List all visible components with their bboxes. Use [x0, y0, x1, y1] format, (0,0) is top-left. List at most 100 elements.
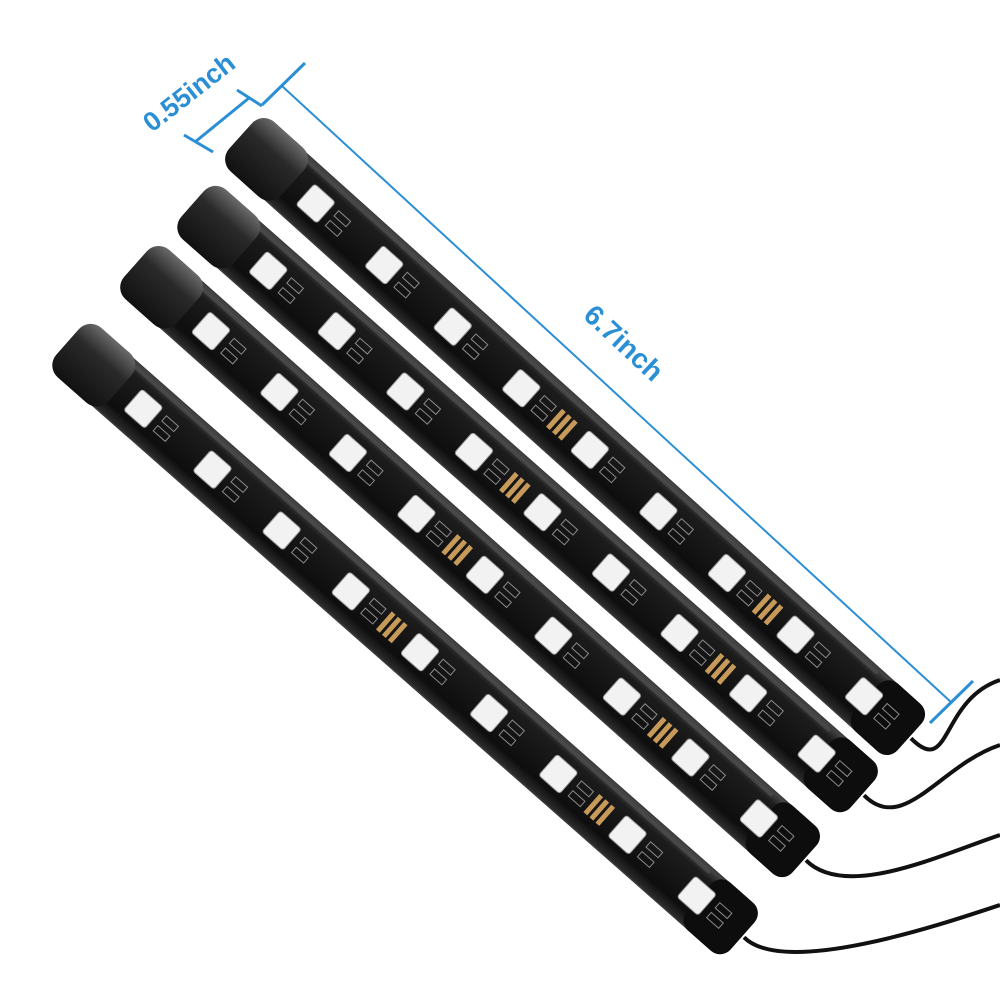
cable [862, 743, 1000, 810]
strip-highlight [306, 160, 879, 675]
smd-component [161, 415, 180, 433]
strip-end-cap [177, 185, 261, 269]
resistor [387, 621, 408, 644]
led-chip [776, 615, 815, 654]
led-chip [397, 494, 436, 533]
smd-component [881, 702, 900, 721]
smd-component [434, 520, 453, 538]
smd-component [705, 911, 724, 929]
smd-component [423, 397, 442, 416]
smd-component [639, 703, 658, 721]
smd-component [491, 458, 510, 476]
led-chip [317, 312, 356, 351]
length-label: 6.7inch [578, 299, 670, 387]
led-strip [225, 118, 926, 756]
smd-component [429, 668, 448, 686]
smd-component [688, 649, 707, 667]
smd-component [221, 485, 240, 503]
smd-component [357, 469, 376, 487]
smd-component [571, 642, 590, 660]
resistor [447, 539, 468, 561]
strip-highlight [201, 287, 773, 797]
smd-component [152, 424, 171, 443]
resistor [381, 616, 402, 639]
led-chip [386, 372, 425, 411]
led-chip [124, 389, 163, 428]
smd-component [230, 475, 249, 494]
smd-component [676, 518, 695, 536]
resistor [716, 663, 737, 685]
led-chip [191, 312, 231, 351]
smd-component [628, 578, 647, 597]
smd-component [297, 398, 316, 416]
resistor [652, 722, 673, 744]
smd-component [708, 763, 727, 782]
length-tick-top [260, 61, 307, 107]
resistor [557, 419, 578, 441]
smd-component [483, 467, 502, 486]
smd-component [324, 219, 343, 238]
strip-highlight [258, 227, 831, 732]
smd-component [834, 759, 853, 778]
resistor [505, 477, 525, 499]
smd-component [873, 712, 892, 730]
led-strip [177, 185, 878, 813]
smd-component [551, 528, 570, 546]
width-extension-line-1 [183, 133, 214, 154]
resistor [595, 804, 616, 826]
smd-component [414, 407, 433, 425]
led-chip [602, 677, 641, 716]
led-chip [660, 613, 699, 652]
smd-component [576, 780, 595, 798]
smd-component [598, 466, 617, 484]
strip-end-cap [225, 118, 309, 201]
smd-component [562, 651, 581, 670]
smd-component [560, 518, 579, 536]
smd-component [714, 901, 733, 920]
smd-component [494, 590, 513, 609]
resistor [453, 544, 473, 567]
led-chip [707, 554, 747, 593]
smd-component [538, 394, 557, 413]
smd-component [288, 408, 307, 426]
smd-component [346, 347, 365, 365]
smd-component [767, 834, 787, 852]
led-chip [639, 492, 678, 531]
strip-end-cap [52, 323, 136, 407]
led-chip [534, 616, 573, 655]
smd-component [813, 641, 832, 659]
led-chip [400, 633, 440, 672]
resistor [751, 593, 772, 615]
smd-component [776, 824, 795, 843]
resistor [589, 799, 610, 821]
smd-component [461, 342, 480, 361]
smd-component [360, 607, 379, 625]
smd-component [607, 456, 626, 474]
smd-component [757, 709, 776, 727]
smd-component [220, 347, 239, 365]
resistor [441, 534, 462, 556]
led-chip [454, 432, 493, 471]
cable [742, 903, 1000, 954]
led-chip [331, 572, 370, 611]
cable [804, 833, 1000, 879]
led-chip [739, 799, 778, 838]
led-chip [671, 738, 710, 777]
led-chip [797, 734, 836, 773]
led-chip [328, 433, 367, 472]
width-dimension-line [194, 96, 250, 144]
width-extension-line-2 [236, 88, 263, 108]
resistor [499, 471, 519, 494]
led-chip [729, 674, 768, 713]
led-chip [470, 694, 509, 733]
resistor [757, 598, 778, 621]
led-chip [608, 815, 647, 854]
led-chip [260, 373, 299, 412]
smd-component [804, 650, 823, 669]
smd-component [437, 658, 456, 676]
cable [909, 678, 1000, 752]
led-chip [502, 369, 541, 408]
cables [742, 678, 1000, 954]
smd-component [286, 277, 305, 295]
resistor [658, 727, 679, 749]
